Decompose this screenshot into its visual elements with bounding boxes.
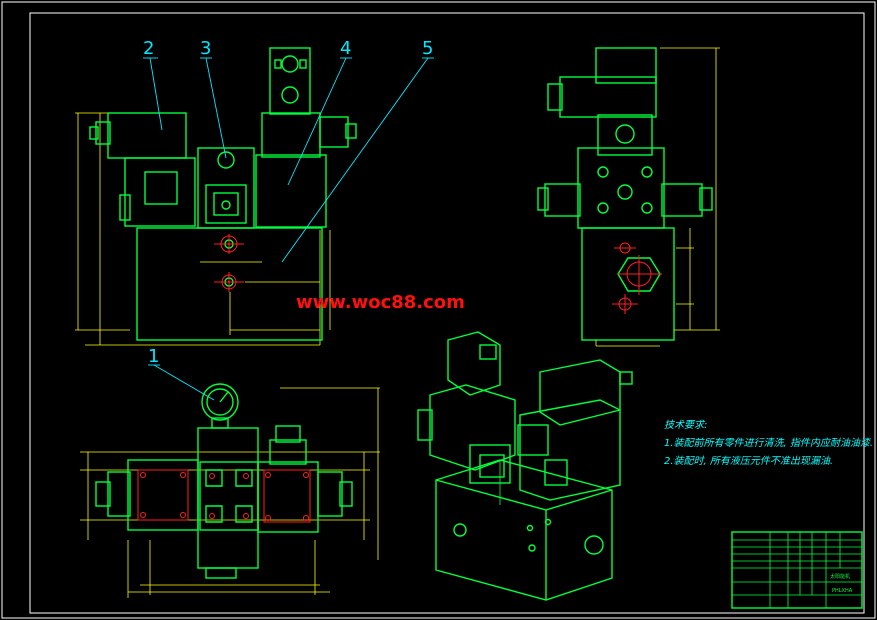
title-block-name: 太阳能机	[830, 573, 850, 580]
callout-2: 2	[143, 38, 154, 59]
technical-notes: 技术要求: 1.装配前所有零件进行清洗, 指件内应耐油油漆. 2.装配时, 所有…	[664, 419, 873, 467]
notes-title: 技术要求:	[664, 419, 707, 431]
watermark-text: www.woc88.com	[296, 292, 465, 313]
isometric-view	[417, 331, 633, 601]
callout-4: 4	[340, 38, 351, 59]
notes-line-1: 1.装配前所有零件进行清洗, 指件内应耐油油漆.	[664, 437, 873, 449]
callout-leaders: 2 3 4 5 1	[143, 38, 434, 401]
title-block: 太阳能机 PHLXHA	[731, 531, 863, 609]
notes-line-2: 2.装配时, 所有液压元件不准出现漏油.	[664, 455, 833, 467]
callout-3: 3	[200, 38, 211, 59]
top-view	[80, 383, 380, 598]
inner-frame	[29, 12, 865, 614]
callout-1: 1	[148, 346, 159, 367]
front-view	[75, 47, 357, 346]
callout-5: 5	[422, 38, 433, 59]
title-block-drawing: PHLXHA	[832, 588, 853, 594]
side-view	[537, 47, 720, 347]
